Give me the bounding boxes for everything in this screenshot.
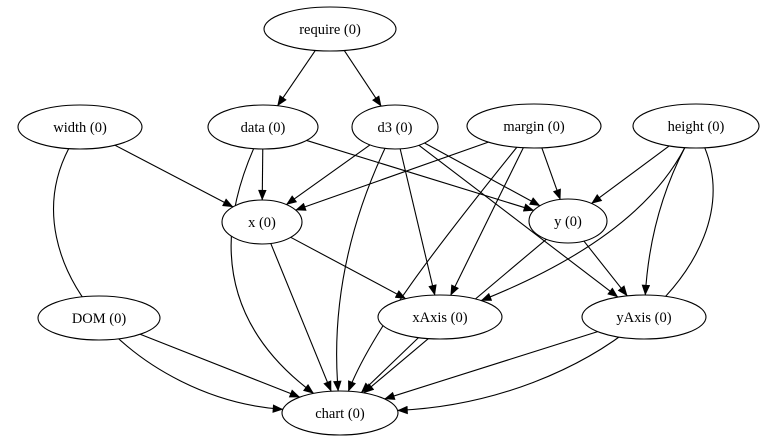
node-ellipse-margin [466, 103, 602, 149]
node-require: require (0) [263, 6, 397, 52]
node-ellipse-y [528, 198, 608, 244]
node-label-yAxis: yAxis (0) [616, 310, 671, 326]
node-xAxis: xAxis (0) [377, 294, 503, 340]
node-ellipse-require [263, 6, 397, 52]
node-ellipse-width [17, 104, 143, 150]
node-label-margin: margin (0) [503, 119, 565, 135]
node-label-require: require (0) [299, 22, 361, 38]
edge-height-to-xAxis [480, 147, 686, 302]
edge-d3-to-yAxis [418, 144, 619, 298]
node-yAxis: yAxis (0) [581, 294, 707, 340]
edge-margin-to-xAxis [450, 147, 524, 296]
edge-data-to-y [306, 139, 535, 212]
node-ellipse-x [221, 199, 303, 245]
node-width: width (0) [17, 104, 143, 150]
node-ellipse-xAxis [377, 294, 503, 340]
edge-d3-to-chart [333, 148, 386, 392]
edge-data-to-x [258, 148, 267, 201]
node-margin: margin (0) [466, 103, 602, 149]
edge-y-to-yAxis [583, 240, 628, 297]
edge-data-to-chart [230, 148, 315, 394]
node-ellipse-height [632, 103, 760, 149]
edge-x-to-chart [270, 243, 332, 392]
edge-margin-to-x [295, 141, 489, 211]
node-DOM: DOM (0) [37, 295, 161, 341]
edge-DOM-to-chart [139, 333, 301, 398]
node-data: data (0) [207, 104, 319, 150]
node-label-chart: chart (0) [315, 406, 365, 422]
edge-margin-to-chart [347, 146, 518, 392]
node-ellipse-d3 [351, 104, 439, 150]
node-d3: d3 (0) [351, 104, 439, 150]
node-label-d3: d3 (0) [377, 120, 412, 136]
edges-layer [53, 50, 714, 415]
node-label-x: x (0) [248, 215, 276, 231]
edge-x-to-xAxis [290, 236, 407, 300]
node-label-data: data (0) [241, 120, 286, 136]
edge-width-to-x [114, 144, 234, 208]
edge-require-to-d3 [343, 50, 382, 107]
node-label-DOM: DOM (0) [72, 311, 127, 327]
edge-xAxis-to-chart [360, 337, 419, 393]
edge-d3-to-x [285, 144, 371, 206]
edge-d3-to-y [424, 142, 541, 207]
edge-d3-to-xAxis [399, 148, 437, 296]
node-height: height (0) [632, 103, 760, 149]
node-ellipse-DOM [37, 295, 161, 341]
node-ellipse-yAxis [581, 294, 707, 340]
edge-require-to-data [277, 50, 316, 107]
edge-yAxis-to-chart [384, 331, 598, 400]
node-label-y: y (0) [554, 214, 582, 230]
node-chart: chart (0) [281, 390, 399, 436]
nodes-layer: require (0) width (0) data (0) d3 (0) margin… [17, 6, 760, 436]
edge-margin-to-y [541, 147, 561, 200]
edge-width-to-chart [53, 148, 284, 413]
node-label-height: height (0) [668, 119, 725, 135]
node-y: y (0) [528, 198, 608, 244]
node-label-xAxis: xAxis (0) [412, 310, 467, 326]
node-ellipse-chart [281, 390, 399, 436]
node-ellipse-data [207, 104, 319, 150]
edge-height-to-y [591, 145, 670, 204]
node-label-width: width (0) [53, 120, 107, 136]
node-x: x (0) [221, 199, 303, 245]
edge-height-to-yAxis [641, 147, 686, 296]
